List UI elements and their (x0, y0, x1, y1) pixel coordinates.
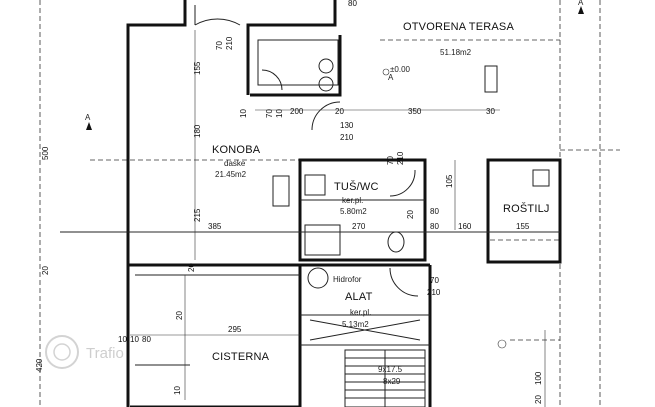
terrace-area: 51.18m2 (440, 48, 472, 57)
tus-wc-floor: ker.pl. (342, 196, 363, 205)
section-arrows (86, 6, 584, 130)
dim-10c: 10 (118, 335, 127, 344)
dim-500: 500 (41, 146, 50, 160)
tus-wc-area: 5.80m2 (340, 207, 367, 216)
dim-130: 130 (340, 121, 354, 130)
konoba-name: KONOBA (212, 144, 261, 156)
dim-20e: 20 (175, 311, 184, 320)
watermark-text: Trafio (86, 345, 124, 362)
interior-lines (60, 39, 560, 366)
section-mark-a-3: A (388, 73, 394, 82)
alat-name: ALAT (345, 291, 373, 303)
dim-70d: 70 (430, 276, 439, 285)
dim-155b: 155 (516, 222, 530, 231)
rostilj-name: ROŠTILJ (503, 202, 550, 215)
level-mark: ±0.00 (390, 65, 411, 74)
stairs (344, 349, 426, 407)
dim-20f: 20 (534, 395, 543, 404)
section-mark-a-1: A (85, 113, 91, 122)
cisterna-name: CISTERNA (212, 351, 270, 363)
dim-10b: 10 (275, 109, 284, 118)
stairs-steps: 9x17.5 (378, 365, 403, 374)
dim-210b: 210 (340, 133, 354, 142)
dim-200: 200 (290, 107, 304, 116)
dim-20b: 20 (406, 210, 415, 219)
dim-210d: 210 (427, 288, 441, 297)
stairs-tread: 8x29 (383, 377, 401, 386)
dim-80c: 80 (142, 335, 151, 344)
hidrofor-name: Hidrofor (333, 275, 362, 284)
konoba-area: 21.45m2 (215, 170, 247, 179)
dim-20a: 20 (335, 107, 344, 116)
dim-295: 295 (228, 325, 242, 334)
dim-10e: 10 (173, 386, 182, 395)
dim-215: 215 (193, 208, 202, 222)
walls (126, 0, 562, 407)
dim-100: 100 (534, 371, 543, 385)
dim-105: 105 (445, 174, 454, 188)
dim-30: 30 (486, 107, 495, 116)
konoba-floor: daske (224, 159, 246, 168)
dim-10a: 10 (239, 109, 248, 118)
dim-80-top: 80 (348, 0, 357, 8)
section-mark-a-2: A (578, 0, 584, 7)
alat-area: 5.13m2 (342, 320, 369, 329)
dim-80a: 80 (430, 207, 439, 216)
dim-70a: 70 (215, 41, 224, 50)
dim-420: 420 (35, 358, 44, 372)
dim-155: 155 (193, 61, 202, 75)
alat-floor: ker.pl. (350, 308, 371, 317)
dim-350: 350 (408, 107, 422, 116)
dim-20d: 20 (187, 263, 196, 272)
dim-385: 385 (208, 222, 222, 231)
dim-210c: 210 (396, 151, 405, 165)
dim-10d: 10 (130, 335, 139, 344)
dim-160: 160 (458, 222, 472, 231)
tus-wc-name: TUŠ/WC (334, 180, 379, 193)
watermark-logo-icon (45, 335, 79, 369)
dim-20c: 20 (41, 266, 50, 275)
dim-210a: 210 (225, 36, 234, 50)
terrace-name: OTVORENA TERASA (403, 21, 514, 33)
dim-180: 180 (193, 124, 202, 138)
dim-270: 270 (352, 222, 366, 231)
dashed-guide-lines (39, 0, 620, 407)
watermark: Trafio (45, 335, 124, 369)
dim-70b: 70 (265, 109, 274, 118)
dim-70c: 70 (386, 156, 395, 165)
dim-80b: 80 (430, 222, 439, 231)
dimension-lines (130, 30, 560, 407)
